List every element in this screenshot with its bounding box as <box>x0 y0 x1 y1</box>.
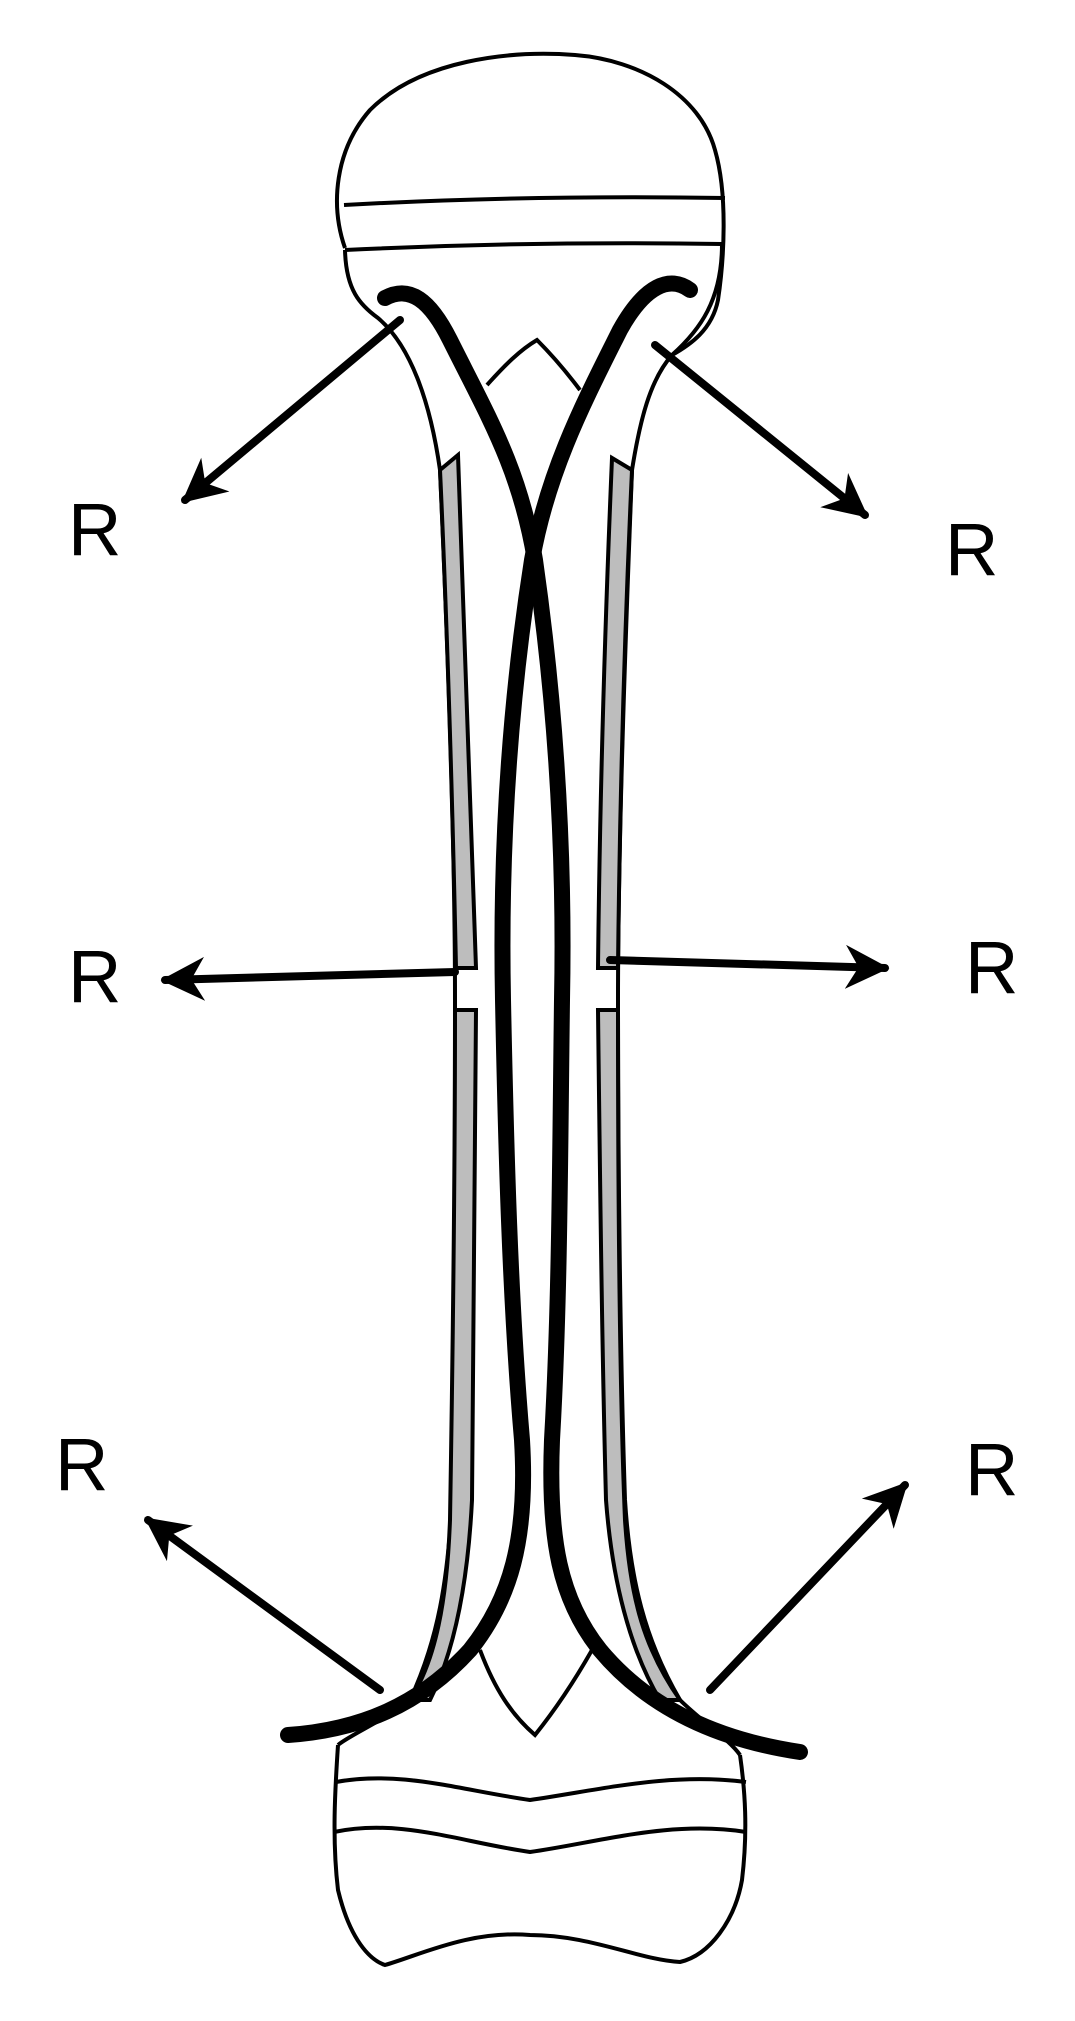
right-cortex-strip-upper <box>595 454 635 970</box>
rod-top-left-to-bottom-right <box>377 285 808 1760</box>
proximal-growth-plate-lower <box>344 241 723 252</box>
label-middle-left: R <box>68 935 121 1018</box>
distal-epiphysis <box>332 1744 748 1968</box>
rod-top-right-to-bottom-left <box>280 275 698 1743</box>
distal-growth-plate-upper <box>335 1776 747 1803</box>
distal-medullary-diamond <box>478 1649 594 1738</box>
distal-growth-plate-lower <box>333 1825 747 1855</box>
force-arrows <box>144 316 909 1694</box>
proximal-epiphysis <box>335 51 726 357</box>
bone <box>332 51 748 1968</box>
shaft-right-edge <box>615 469 682 1702</box>
label-middle-right: R <box>965 926 1018 1009</box>
proximal-growth-plate-upper <box>343 195 726 207</box>
force-labels: R R R R R R <box>55 488 1018 1511</box>
label-top-right: R <box>945 508 998 591</box>
arrow-middle-right <box>606 944 890 989</box>
arrow-bottom-right <box>706 1481 909 1694</box>
label-top-left: R <box>68 488 121 571</box>
arrow-top-right <box>651 341 869 519</box>
proximal-medullary-diamond <box>485 337 582 392</box>
intramedullary-rods <box>280 275 808 1760</box>
proximal-left-flare <box>343 249 442 471</box>
arrow-bottom-left <box>144 1516 384 1694</box>
label-bottom-left: R <box>55 1423 108 1506</box>
label-bottom-right: R <box>965 1428 1018 1511</box>
left-cortex-strip-lower <box>406 1008 479 1702</box>
left-cortex-strip-upper <box>437 450 479 970</box>
arrow-top-left <box>181 316 404 504</box>
arrow-middle-left <box>160 956 459 1001</box>
